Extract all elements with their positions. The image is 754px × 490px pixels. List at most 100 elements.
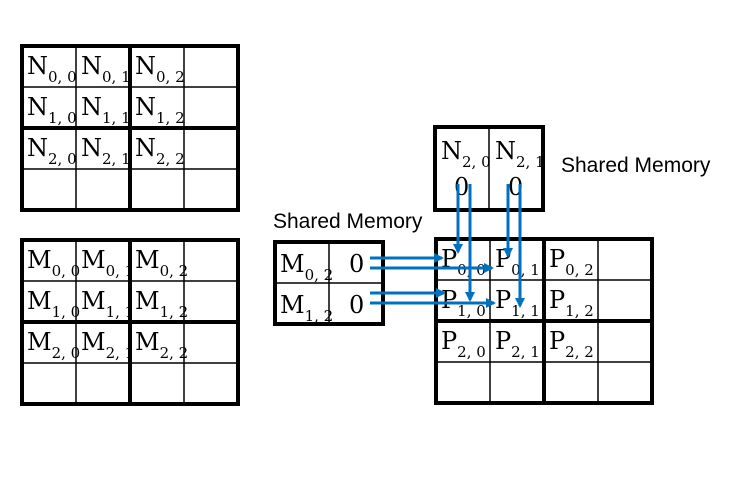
matrix-p-cell-1-0-index: 1, 0 xyxy=(457,302,486,320)
matrix-m-cell-0-2: M0, 2 xyxy=(135,246,188,280)
matrix-n-cell-2-2-index: 2, 2 xyxy=(156,150,185,168)
matrix-n-cell-2-0-letter: N xyxy=(27,134,48,162)
matrix-p-cell-0-1-index: 0, 1 xyxy=(511,261,540,279)
matrix-n-cell-1-1-index: 1, 1 xyxy=(102,109,131,127)
matrix-n-cell-0-0-index: 0, 0 xyxy=(48,68,77,86)
matrix-m-cell-2-0: M2, 0 xyxy=(27,328,80,362)
matrix-n-cell-1-2-index: 1, 2 xyxy=(156,109,185,127)
matrix-border xyxy=(434,237,654,405)
matrix-p-cell-2-1-index: 2, 1 xyxy=(511,343,540,361)
matrix-p-cell-2-0: P2, 0 xyxy=(441,327,486,361)
matrix-p-cell-2-2-letter: P xyxy=(549,327,565,355)
shared-n-value-0: 0 xyxy=(454,173,469,201)
matrix-p-cell-1-1: P1, 1 xyxy=(495,286,540,320)
data-flow-arrows xyxy=(370,184,525,308)
shared-n-cell-0-index: 2, 0 xyxy=(462,153,491,171)
matrix-m-cell-1-0: M1, 0 xyxy=(27,287,80,321)
matrix-m-cell-1-1-index: 1, 1 xyxy=(106,303,135,321)
shared-m-cell-1-index: 1, 2 xyxy=(305,307,334,325)
shared-memory-label-n: Shared Memory xyxy=(561,154,711,177)
matrix-m-cell-1-1-letter: M xyxy=(81,287,106,315)
matrix-n-cell-1-2-letter: N xyxy=(135,93,156,121)
matrix-m-cell-0-0: M0, 0 xyxy=(27,246,80,280)
shared-n-border xyxy=(433,125,545,212)
matrix-n-cell-2-2: N2, 2 xyxy=(135,134,185,168)
matrix-p-cell-1-0-letter: P xyxy=(441,286,457,314)
matrix-m-cell-2-0-letter: M xyxy=(27,328,52,356)
matrix-m-cell-2-1: M2, 1 xyxy=(81,328,134,362)
matrix-m-cell-2-0-index: 2, 0 xyxy=(52,344,81,362)
shared-m-border xyxy=(273,240,385,326)
shared-n-cell-1-letter: N xyxy=(495,137,516,165)
matrix-border xyxy=(20,44,240,212)
matrix-m-cell-1-2-index: 1, 2 xyxy=(160,303,189,321)
shared-n-cell-1-index: 2, 1 xyxy=(516,153,545,171)
matrix-m-cell-1-2: M1, 2 xyxy=(135,287,188,321)
matrix-m-cell-0-2-index: 0, 2 xyxy=(160,262,189,280)
matrix-n-cell-0-2-index: 0, 2 xyxy=(156,68,185,86)
matrix-m-cell-0-1-letter: M xyxy=(81,246,106,274)
matrix-n-cell-0-1-index: 0, 1 xyxy=(102,68,131,86)
matrix-m-cell-2-1-index: 2, 1 xyxy=(106,344,135,362)
matrix-n-cell-1-1: N1, 1 xyxy=(81,93,131,127)
matrix-n-cell-2-1-letter: N xyxy=(81,134,102,162)
matrix-n-cell-0-0-letter: N xyxy=(27,52,48,80)
shared-m-cell-0: M0, 2 xyxy=(280,250,333,284)
matrix-n-cell-0-2: N0, 2 xyxy=(135,52,185,86)
shared-n-cell-1: N2, 1 xyxy=(495,137,545,171)
matrix-n-cell-2-1-index: 2, 1 xyxy=(102,150,131,168)
matrix-n-cell-1-2: N1, 2 xyxy=(135,93,185,127)
matrix-p-cell-2-0-letter: P xyxy=(441,327,457,355)
matrix-n-cell-1-0-letter: N xyxy=(27,93,48,121)
matrix-p-cell-2-2: P2, 2 xyxy=(549,327,594,361)
shared-memory-label-m: Shared Memory xyxy=(273,210,423,233)
matrix-m-cell-0-0-letter: M xyxy=(27,246,52,274)
matrix-n-cell-0-2-letter: N xyxy=(135,52,156,80)
matrix-m-cell-2-2: M2, 2 xyxy=(135,328,188,362)
matrix-p-cell-0-2-index: 0, 2 xyxy=(565,261,594,279)
matrix-n-cell-1-1-letter: N xyxy=(81,93,102,121)
matrix-p-cell-1-2-letter: P xyxy=(549,286,565,314)
matrix-m-cell-2-2-index: 2, 2 xyxy=(160,344,189,362)
shared-m-cell-1-letter: M xyxy=(280,291,305,319)
matrix-n-cell-2-2-letter: N xyxy=(135,134,156,162)
matrix-m-cell-0-1-index: 0, 1 xyxy=(106,262,135,280)
shared-m-cell-1: M1, 2 xyxy=(280,291,333,325)
matrix-p-cell-2-0-index: 2, 0 xyxy=(457,343,486,361)
matrix-m-cell-1-2-letter: M xyxy=(135,287,160,315)
matrix-p-cell-0-0: P0, 0 xyxy=(441,245,486,279)
matrix-m-cell-0-1: M0, 1 xyxy=(81,246,134,280)
matrix-p-cell-2-1: P2, 1 xyxy=(495,327,540,361)
shared-n-cell-0-letter: N xyxy=(441,137,462,165)
matrix-n-cell-0-1: N0, 1 xyxy=(81,52,131,86)
matrix-m-cell-0-2-letter: M xyxy=(135,246,160,274)
matrix-p-cell-2-1-letter: P xyxy=(495,327,511,355)
matrix-p-cell-1-1-index: 1, 1 xyxy=(511,302,540,320)
matrix-m-cell-2-2-letter: M xyxy=(135,328,160,356)
matrix-m-cell-1-0-letter: M xyxy=(27,287,52,315)
matrix-n-cell-2-0: N2, 0 xyxy=(27,134,77,168)
matrix-m-cell-1-1: M1, 1 xyxy=(81,287,134,321)
matrix-p-cell-1-1-letter: P xyxy=(495,286,511,314)
matrix-n-cell-1-0: N1, 0 xyxy=(27,93,77,127)
matrix-p-cell-1-2-index: 1, 2 xyxy=(565,302,594,320)
shared-m-cell-0-index: 0, 2 xyxy=(305,266,334,284)
matrix-m-cell-2-1-letter: M xyxy=(81,328,106,356)
matrix-p-cell-1-2: P1, 2 xyxy=(549,286,594,320)
matrix-p-cell-0-2-letter: P xyxy=(549,245,565,273)
shared-m-value-1: 0 xyxy=(349,291,364,319)
matrix-n-cell-2-0-index: 2, 0 xyxy=(48,150,77,168)
matrix-n-cell-0-0: N0, 0 xyxy=(27,52,77,86)
matrix-n-cell-2-1: N2, 1 xyxy=(81,134,131,168)
matrix-m-cell-1-0-index: 1, 0 xyxy=(52,303,81,321)
matrix-p-cell-2-2-index: 2, 2 xyxy=(565,343,594,361)
matrix-m-cell-0-0-index: 0, 0 xyxy=(52,262,81,280)
matrix-n-cell-1-0-index: 1, 0 xyxy=(48,109,77,127)
matrix-p-cell-0-1: P0, 1 xyxy=(495,245,540,279)
